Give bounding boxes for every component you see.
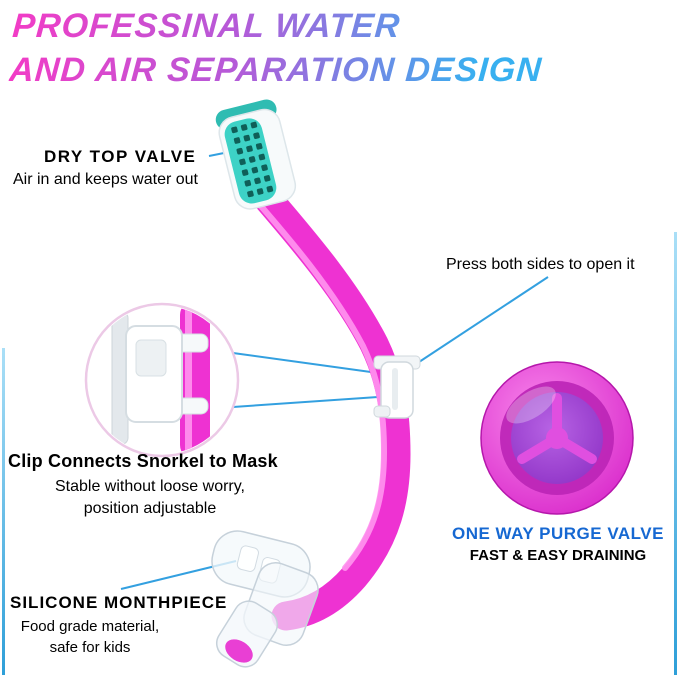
clip-body-line-2: position adjustable (83, 500, 217, 517)
dry-top-valve-body: Air in and keeps water out (13, 171, 198, 188)
mask-clip-illustration (373, 355, 421, 419)
callout-tube (180, 306, 210, 454)
purge-opening (225, 639, 253, 663)
gloss-highlight (506, 386, 556, 424)
mouthpiece-body: Food grade material, safe for kids (0, 616, 180, 658)
leader-line-clip-lower (232, 396, 379, 408)
purge-valve-text: ONE WAY PURGE VALVE FAST & EASY DRAINING (438, 524, 678, 564)
mouthpiece-body-line-2: safe for kids (49, 639, 131, 656)
dry-top-valve-heading: DRY TOP VALVE (44, 147, 197, 166)
clip-detail-callout (84, 302, 240, 458)
leader-line-clip-upper (232, 352, 379, 374)
purge-valve-body: FAST & EASY DRAINING (469, 547, 647, 564)
left-edge-accent (2, 348, 5, 675)
purge-valve-callout (480, 361, 634, 515)
mouthpiece-illustration (211, 530, 319, 668)
clip-body-line-1: Stable without loose worry, (54, 478, 245, 495)
mouthpiece-heading: SILICONE MONTHPIECE (10, 593, 228, 612)
leader-lines (120, 148, 549, 590)
dry-top-valve-illustration (215, 99, 297, 210)
leader-line-press (412, 276, 549, 367)
title-line-2: AND AIR SEPARATION DESIGN (8, 51, 544, 89)
mouthpiece-body-line-1: Food grade material, (20, 618, 160, 635)
callout-clip-slot (135, 339, 167, 377)
title-line-1: PROFESSINAL WATER (11, 7, 402, 45)
clip-body: Stable without loose worry, position adj… (0, 476, 300, 520)
snorkel-tube-highlight (251, 195, 388, 571)
snorkel-tube (247, 177, 411, 631)
right-edge-accent (674, 232, 677, 675)
clip-heading: Clip Connects Snorkel to Mask (8, 451, 278, 471)
page-title: PROFESSINAL WATER AND AIR SEPARATION DES… (8, 4, 547, 92)
vent-grid (231, 121, 274, 198)
purge-valve-heading: ONE WAY PURGE VALVE (452, 524, 664, 543)
press-note: Press both sides to open it (446, 256, 635, 273)
